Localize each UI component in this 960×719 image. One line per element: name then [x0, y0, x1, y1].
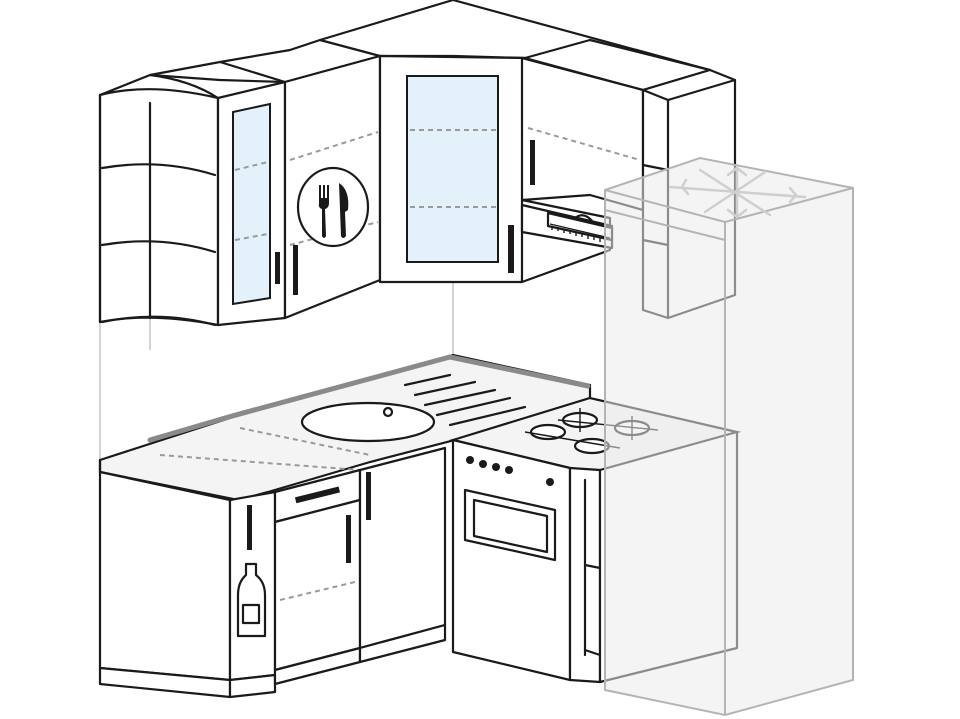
- drawer-base-cabinet[interactable]: [273, 468, 362, 686]
- bottle-base-cabinet[interactable]: [98, 470, 277, 699]
- glass-door-icon: [232, 102, 271, 306]
- refrigerator[interactable]: [604, 156, 854, 717]
- glass-upper-cabinet[interactable]: [216, 80, 287, 327]
- corner-glass-cabinet[interactable]: [378, 54, 527, 284]
- sink-icon: [300, 401, 436, 443]
- drainer-grooves: [403, 373, 527, 427]
- glass-door-icon: [406, 75, 499, 263]
- snowflake-icon: [668, 166, 807, 219]
- open-corner-shelves[interactable]: [98, 73, 220, 327]
- corner-base-cabinet[interactable]: [358, 446, 447, 664]
- fork-knife-icon: [296, 166, 370, 248]
- cutlery-upper-cabinet[interactable]: [283, 54, 382, 320]
- bottle-icon: [236, 562, 267, 638]
- wall-guides: [99, 280, 454, 465]
- stove-knobs: [466, 456, 554, 486]
